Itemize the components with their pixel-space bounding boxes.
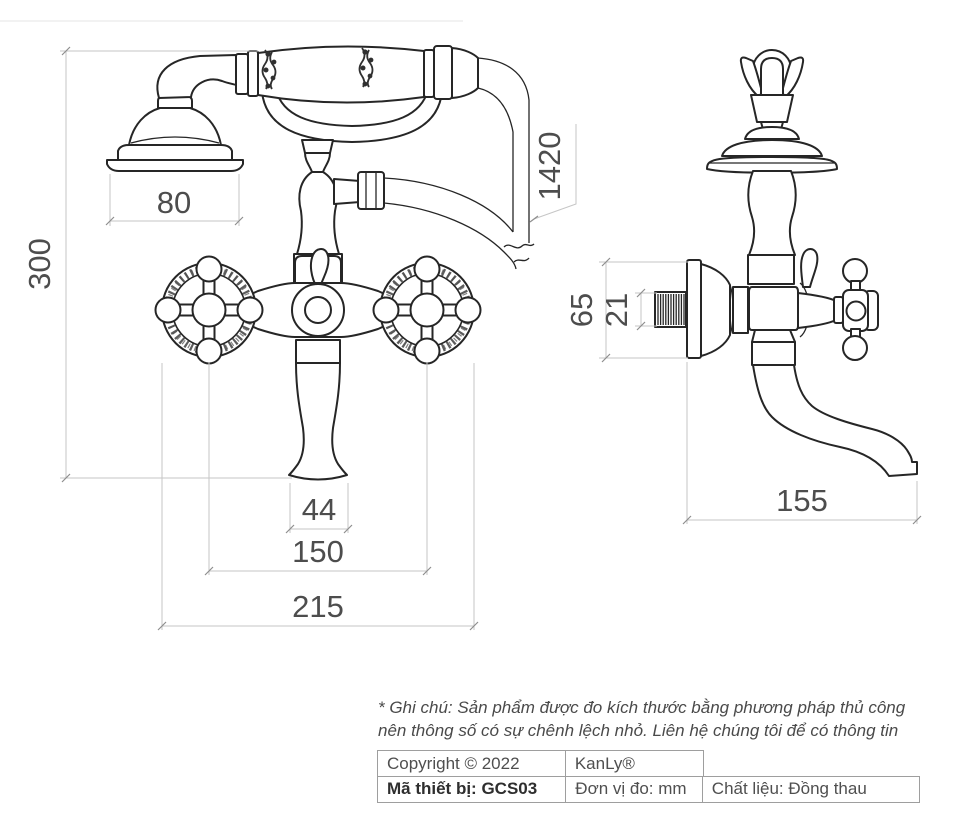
info-table-row-2: Mã thiết bị: GCS03 Đơn vị đo: mm Chất li… — [377, 775, 920, 803]
dimension-300-label: 300 — [22, 238, 57, 290]
dimension-80: 80 — [105, 174, 244, 226]
material-cell: Chất liệu: Đồng thau — [711, 779, 867, 799]
dimension-150: 150 — [204, 362, 432, 576]
note-line-2: nên thông số có sự chênh lệch nhỏ. Liên … — [378, 720, 899, 740]
front-left-handle — [156, 257, 263, 364]
measurement-note: * Ghi chú: Sản phẩm được đo kích thước b… — [378, 697, 926, 742]
dimension-65: 65 — [564, 257, 688, 363]
model-cell: Mã thiết bị: GCS03 — [378, 776, 567, 802]
brand-cell: KanLy® — [574, 753, 635, 773]
dimension-1420-label: 1420 — [532, 132, 567, 201]
unit-cell: Đơn vị đo: mm — [566, 776, 703, 802]
dimension-300: 300 — [22, 46, 292, 483]
dimension-65-label: 65 — [564, 293, 599, 327]
note-line-1: * Ghi chú: Sản phẩm được đo kích thước b… — [378, 698, 906, 717]
dimension-150-label: 150 — [292, 534, 344, 569]
info-table-row-1: Copyright © 2022 KanLy® — [377, 750, 704, 777]
dimension-155-label: 155 — [776, 483, 828, 518]
copyright-cell: Copyright © 2022 — [378, 751, 566, 776]
dimension-21: 21 — [599, 288, 657, 331]
dimension-44-label: 44 — [302, 492, 336, 527]
dimension-155: 155 — [682, 362, 922, 525]
front-right-handle — [374, 257, 481, 364]
dimension-215: 215 — [157, 363, 479, 631]
front-view — [106, 45, 535, 481]
dimension-215-label: 215 — [292, 589, 344, 624]
dimension-1420: 1420 — [529, 124, 577, 223]
dimension-80-label: 80 — [157, 185, 191, 220]
dimension-21-label: 21 — [599, 293, 634, 327]
dimension-44: 44 — [285, 483, 353, 534]
side-view — [654, 49, 918, 477]
